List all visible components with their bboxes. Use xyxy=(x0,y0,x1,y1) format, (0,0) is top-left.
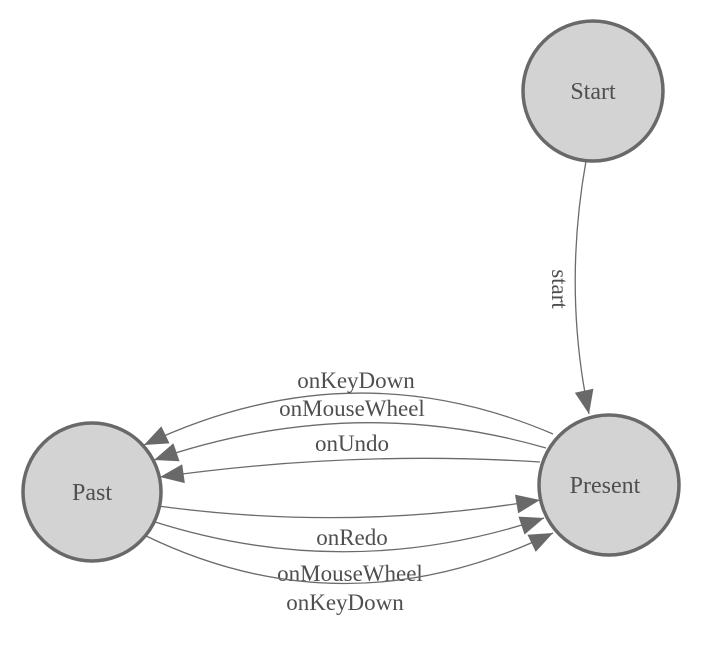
edge-label-onkeydown-bottom: onKeyDown xyxy=(286,590,404,615)
edge-label-onkeydown-top: onKeyDown xyxy=(297,368,415,393)
edge-label-onundo: onUndo xyxy=(315,431,389,456)
node-label-past: Past xyxy=(72,480,112,506)
edge-onredo-past-to-present[interactable] xyxy=(157,494,541,519)
edge-start-to-present[interactable] xyxy=(574,160,594,415)
edge-onundo-present-to-past[interactable] xyxy=(159,457,541,484)
edge-label-onredo: onRedo xyxy=(316,525,388,550)
edge-onmousewheel-past-to-present[interactable] xyxy=(151,516,545,553)
node-label-start: Start xyxy=(570,79,616,105)
edge-onkeydown-present-to-past[interactable] xyxy=(143,392,554,446)
node-past[interactable] xyxy=(21,421,163,563)
edge-onmousewheel-present-to-past[interactable] xyxy=(153,422,547,462)
edge-label-onmousewheel-top: onMouseWheel xyxy=(279,396,425,421)
node-label-present: Present xyxy=(570,473,641,499)
edge-onkeydown-past-to-present[interactable] xyxy=(143,532,554,585)
node-start[interactable] xyxy=(521,19,665,163)
edge-label-onmousewheel-bottom: onMouseWheel xyxy=(277,561,423,586)
node-present[interactable] xyxy=(537,413,681,557)
edge-label-start: start xyxy=(547,269,572,309)
